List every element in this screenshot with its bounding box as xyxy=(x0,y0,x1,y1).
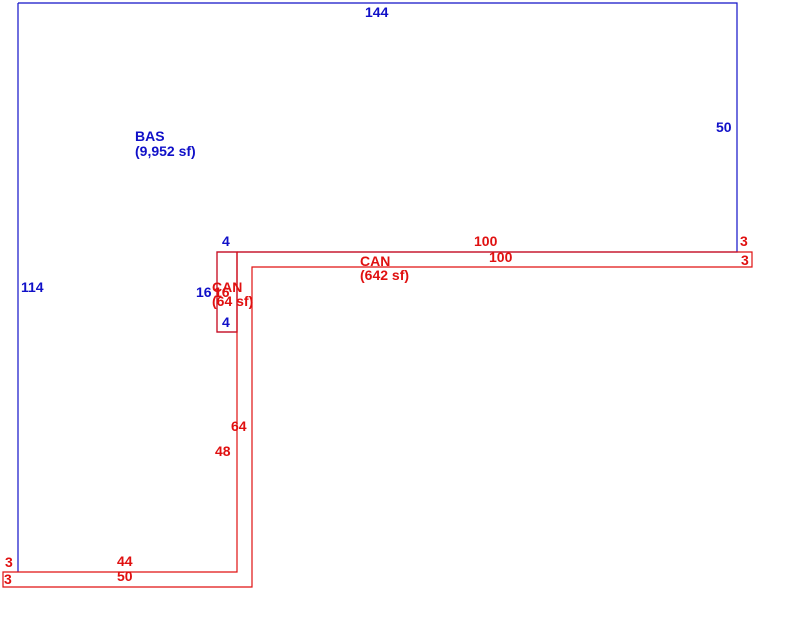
dim-can-bottom-outer: 50 xyxy=(117,568,133,584)
can-area-code: CAN xyxy=(360,253,390,269)
dim-can-vertical-outer: 64 xyxy=(231,418,247,434)
dim-bas-left: 114 xyxy=(21,279,44,295)
dim-can-left-upper: 3 xyxy=(5,554,13,570)
dim-bas-top: 144 xyxy=(365,4,389,20)
can-small-area-code: CAN xyxy=(212,279,242,295)
bas-area-code: BAS xyxy=(135,128,165,144)
can-area-size: (642 sf) xyxy=(360,267,409,283)
dim-can-left-lower: 3 xyxy=(4,571,12,587)
bas-area-size: (9,952 sf) xyxy=(135,143,196,159)
dim-can-right-upper: 3 xyxy=(740,233,748,249)
dim-notch-top: 4 xyxy=(222,233,230,249)
dim-can-small-side: 16 xyxy=(214,284,230,300)
dim-can-bottom-inner: 44 xyxy=(117,553,133,569)
dim-bas-right: 50 xyxy=(716,119,732,135)
can-small-area-size: (64 sf) xyxy=(212,293,253,309)
dim-notch-side: 16 xyxy=(196,284,212,300)
dim-notch-bottom: 4 xyxy=(222,314,230,330)
dim-can-outer-top: 100 xyxy=(474,233,498,249)
bas-outline xyxy=(17,2,738,572)
dim-can-vertical-inner: 48 xyxy=(215,443,231,459)
dim-can-right-lower: 3 xyxy=(741,252,749,268)
can-small-outline xyxy=(216,251,238,333)
dim-can-inner-top: 100 xyxy=(489,249,513,265)
can-outline xyxy=(2,251,753,588)
